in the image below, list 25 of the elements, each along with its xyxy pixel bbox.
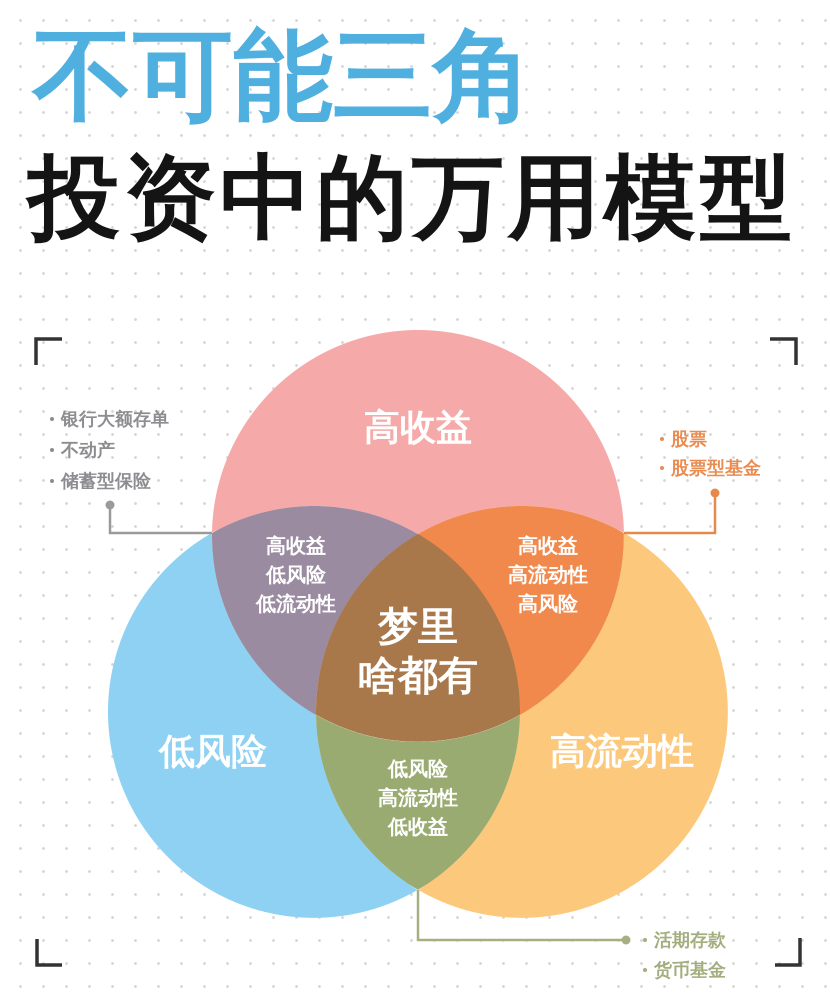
- leader-line: [416, 890, 630, 944]
- circle-label: 低风险: [159, 730, 267, 774]
- leader-line: [624, 488, 720, 534]
- leader-line: [106, 500, 212, 534]
- list-item: 活期存款: [654, 929, 726, 952]
- overlap-label: 高风险: [518, 590, 578, 618]
- overlap-label: 高收益: [518, 532, 578, 560]
- overlap-label: 高流动性: [508, 562, 588, 588]
- overlap-label: 低收益: [388, 813, 448, 840]
- title: 不可能三角: [33, 26, 533, 126]
- list-item: 股票: [671, 428, 707, 450]
- list-item: 不动产: [61, 438, 115, 462]
- overlap-label: 低流动性: [256, 590, 336, 618]
- list-item: 银行大额存单: [61, 408, 169, 430]
- circle-label: 高流动性: [550, 730, 694, 774]
- circle-label: 高收益: [364, 406, 472, 450]
- list-item: 货币基金: [654, 959, 726, 982]
- overlap-label: 低风险: [266, 562, 326, 588]
- overlap-label: 低风险: [388, 755, 448, 782]
- overlap-label: 高收益: [266, 532, 326, 560]
- list-item: 储蓄型保险: [61, 470, 151, 492]
- center-label: 梦里啥都有: [358, 602, 478, 701]
- overlap-label: 高流动性: [378, 784, 458, 812]
- list-item: 股票型基金: [671, 456, 761, 480]
- overlap-region: [316, 715, 520, 890]
